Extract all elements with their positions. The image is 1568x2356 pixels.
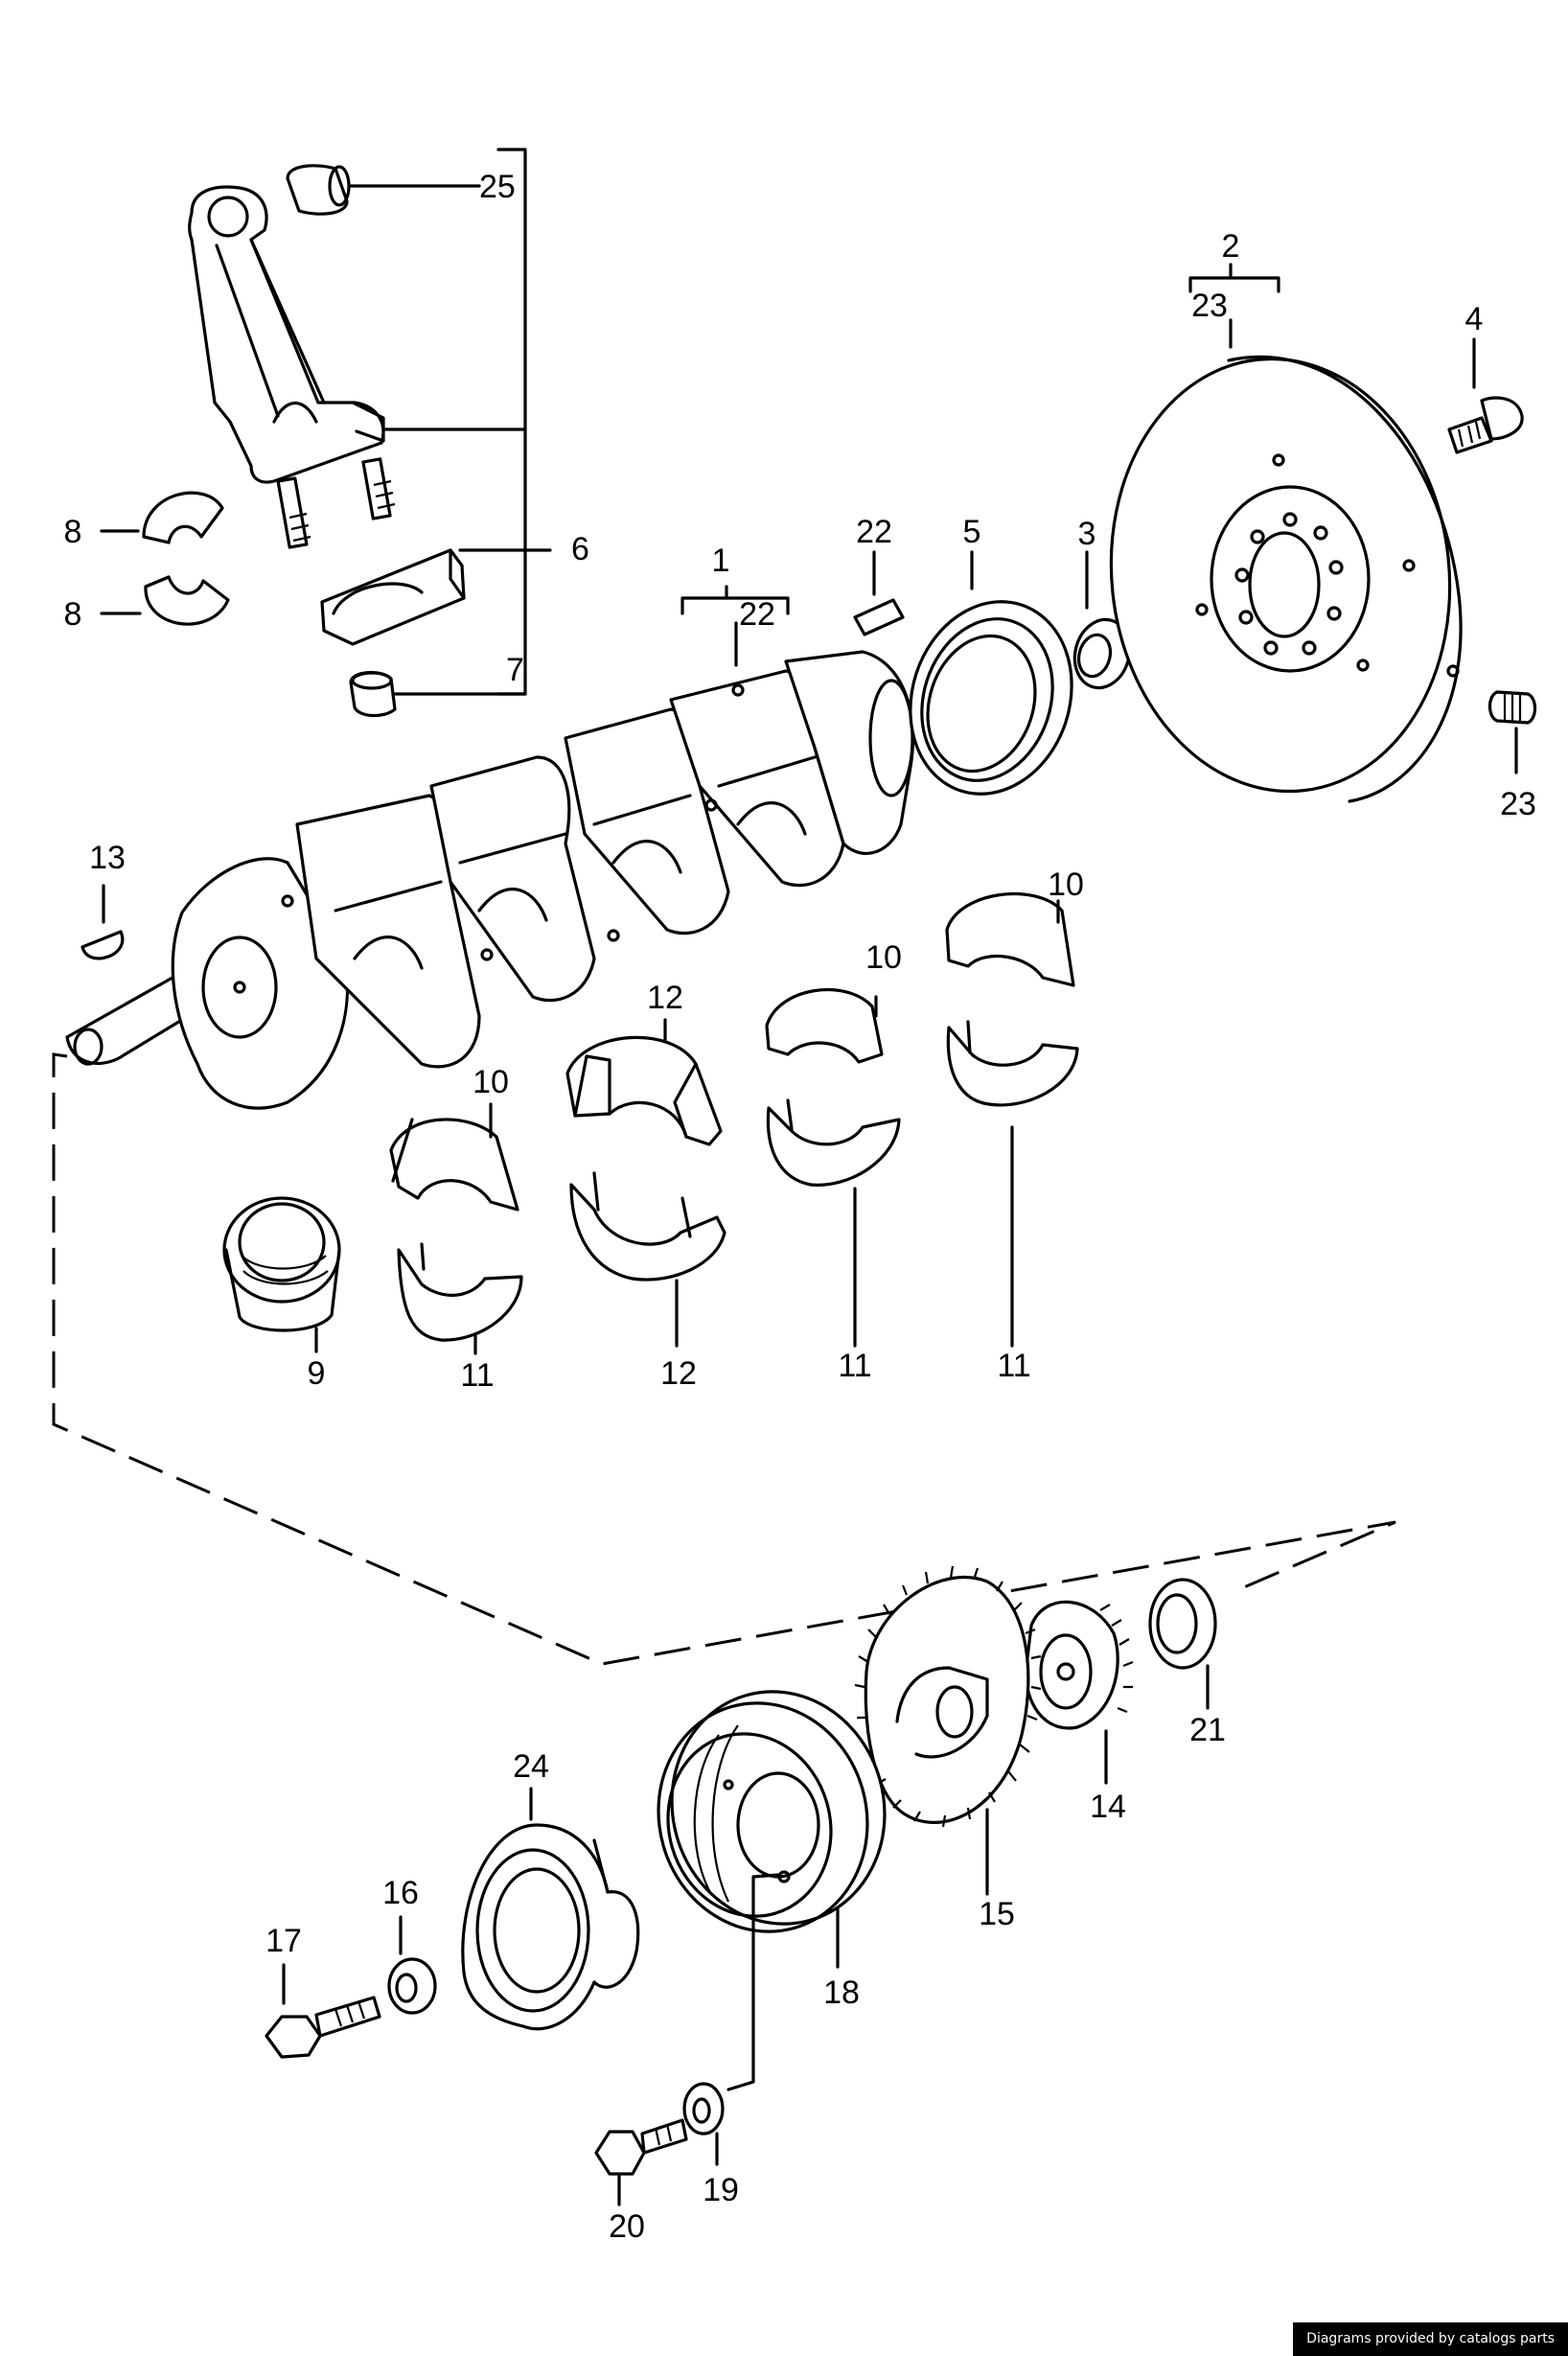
callout-23-dowel: 23 [1500,786,1536,822]
washer-19 [682,2082,725,2166]
crankshaft [65,650,915,1110]
front-seal [1148,1578,1217,1710]
callout-3: 3 [1078,516,1096,552]
callout-11-col5: 11 [997,1348,1030,1384]
callout-10-col4: 10 [865,939,902,976]
callout-22-crank: 22 [739,596,775,633]
callout-12-upper: 12 [647,980,683,1016]
thrust-bearing-12 [565,1018,726,1348]
pulley-bolt-leader [726,1873,780,2091]
callout-11-col4: 11 [838,1348,871,1384]
callout-4: 4 [1465,301,1484,337]
dowel-pin [853,550,905,636]
rear-oil-seal [909,550,1073,796]
callout-12-lower: 12 [660,1355,697,1392]
callout-labels: 1 22 2 23 3 4 5 6 7 8 8 9 10 10 10 11 11… [64,169,1536,2245]
callout-11-col2: 11 [460,1357,494,1394]
callout-8-upper: 8 [64,514,82,550]
callout-20: 20 [609,2208,645,2245]
hub-24 [461,1787,640,2031]
pulley-18 [657,1690,887,1969]
callout-10-col5: 10 [1048,866,1084,903]
callout-17: 17 [265,1923,302,1959]
callout-18: 18 [823,1975,860,2011]
callout-8-lower: 8 [64,596,82,633]
con-rod-nut [349,671,527,718]
assembly-dashed-link [52,1052,1396,1666]
callout-16: 16 [382,1875,419,1911]
bolt-20 [594,2118,688,2206]
woodruff-key [81,884,125,960]
flywheel-bolt [1447,337,1524,454]
diagram-credit: Diagrams provided by catalogs parts [1293,2322,1568,2356]
callout-5: 5 [963,514,981,550]
flywheel [1109,263,1463,803]
con-rod-bearing-shells [100,491,230,626]
callout-15: 15 [979,1896,1015,1932]
callout-22-pin: 22 [856,514,892,550]
callout-21: 21 [1189,1712,1226,1748]
callout-7: 7 [506,652,524,688]
callout-10-col2: 10 [473,1064,509,1100]
flywheel-dowel [1487,690,1537,774]
timing-gear-15 [854,1565,1042,1896]
callout-6: 6 [571,531,589,567]
callout-14: 14 [1090,1789,1126,1825]
bearing-shells-column-5 [945,891,1079,1348]
callout-25: 25 [479,169,516,205]
callout-19: 19 [703,2172,739,2208]
callout-1: 1 [712,543,730,579]
bearing-shells-column-4 [765,987,901,1348]
callout-2: 2 [1222,228,1240,265]
con-rod-cap [320,548,527,646]
crank-sprocket-14 [1024,1600,1134,1785]
bearing-shells-column-2 [389,1102,523,1355]
main-bearing-9 [222,1196,341,1353]
bolt-17 [265,1963,381,2059]
washer-16 [387,1915,437,2015]
bracket-group-6 [496,148,552,696]
con-rod-bushing [286,164,481,216]
callout-13: 13 [89,840,126,876]
callout-23-flywheel: 23 [1191,288,1228,324]
callout-9: 9 [308,1355,326,1392]
callout-24: 24 [513,1748,549,1785]
connecting-rod [188,185,527,549]
crankshaft-callout-1 [680,585,790,667]
